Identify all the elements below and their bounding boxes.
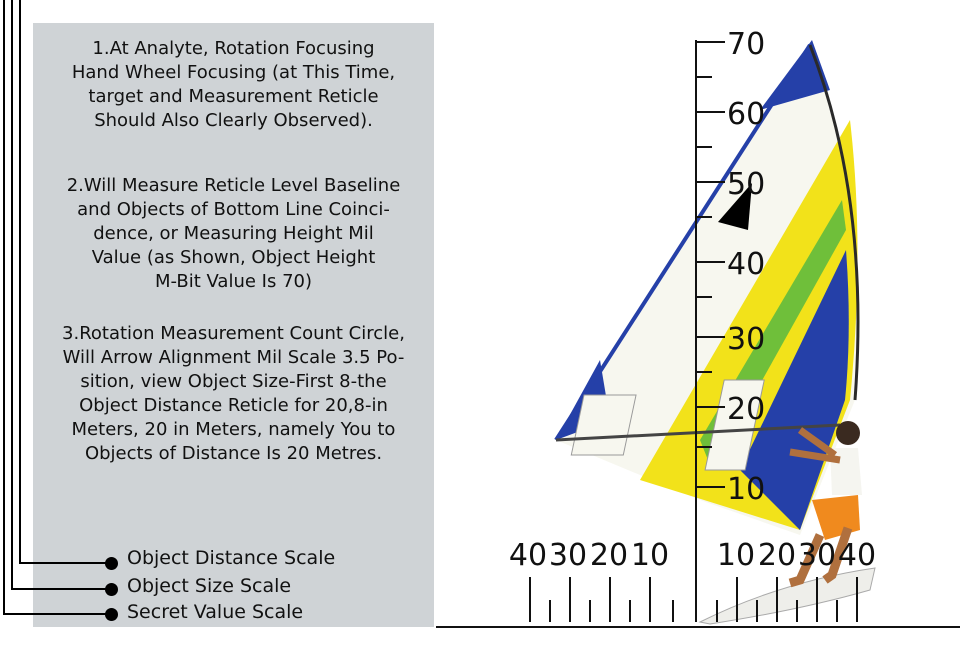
legend-bullet-size [105, 583, 118, 596]
instruction-panel: 1.At Analyte, Rotation Focusing Hand Whe… [33, 23, 434, 627]
windsurf-board [698, 567, 876, 625]
legend-bullet-mil [105, 608, 118, 621]
step-1-text: 1.At Analyte, Rotation Focusing Hand Whe… [71, 38, 396, 131]
legend-leader-lines [3, 0, 110, 615]
horizontal-label-left-10: 10 [631, 538, 669, 573]
legend-secret-value-scale: Secret Value Scale [127, 601, 304, 623]
windsurfer-figure [788, 421, 862, 588]
horizontal-label-right-30: 30 [798, 538, 836, 573]
horizontal-label-left-20: 20 [590, 538, 628, 573]
vertical-label-50: 50 [727, 167, 765, 202]
legend-object-size-scale: Object Size Scale [127, 575, 292, 597]
legend-object-distance-scale: Object Distance Scale [127, 547, 336, 569]
horizontal-label-right-10: 10 [717, 538, 755, 573]
horizontal-label-right-40: 40 [838, 538, 876, 573]
vertical-label-70: 70 [727, 27, 765, 62]
horizontal-label-left-40: 40 [509, 538, 547, 573]
vertical-label-40: 40 [727, 247, 765, 282]
horizontal-label-left-30: 30 [549, 538, 587, 573]
vertical-label-10: 10 [727, 472, 765, 507]
step-2-text: 2.Will Measure Reticle Level Baseline an… [66, 175, 401, 292]
legend-bullet-distance [105, 557, 118, 570]
reticle-illustration: 70 60 50 40 30 20 10 40 30 20 10 10 20 3… [436, 27, 960, 628]
vertical-label-60: 60 [727, 97, 765, 132]
vertical-ticks [696, 41, 725, 488]
horizontal-ticks [529, 577, 858, 622]
windsurf-sail [554, 40, 860, 535]
step-3-text: 3.Rotation Measurement Count Circle, Wil… [62, 323, 405, 464]
vertical-label-30: 30 [727, 322, 765, 357]
horizontal-label-right-20: 20 [758, 538, 796, 573]
vertical-label-20: 20 [727, 392, 765, 427]
